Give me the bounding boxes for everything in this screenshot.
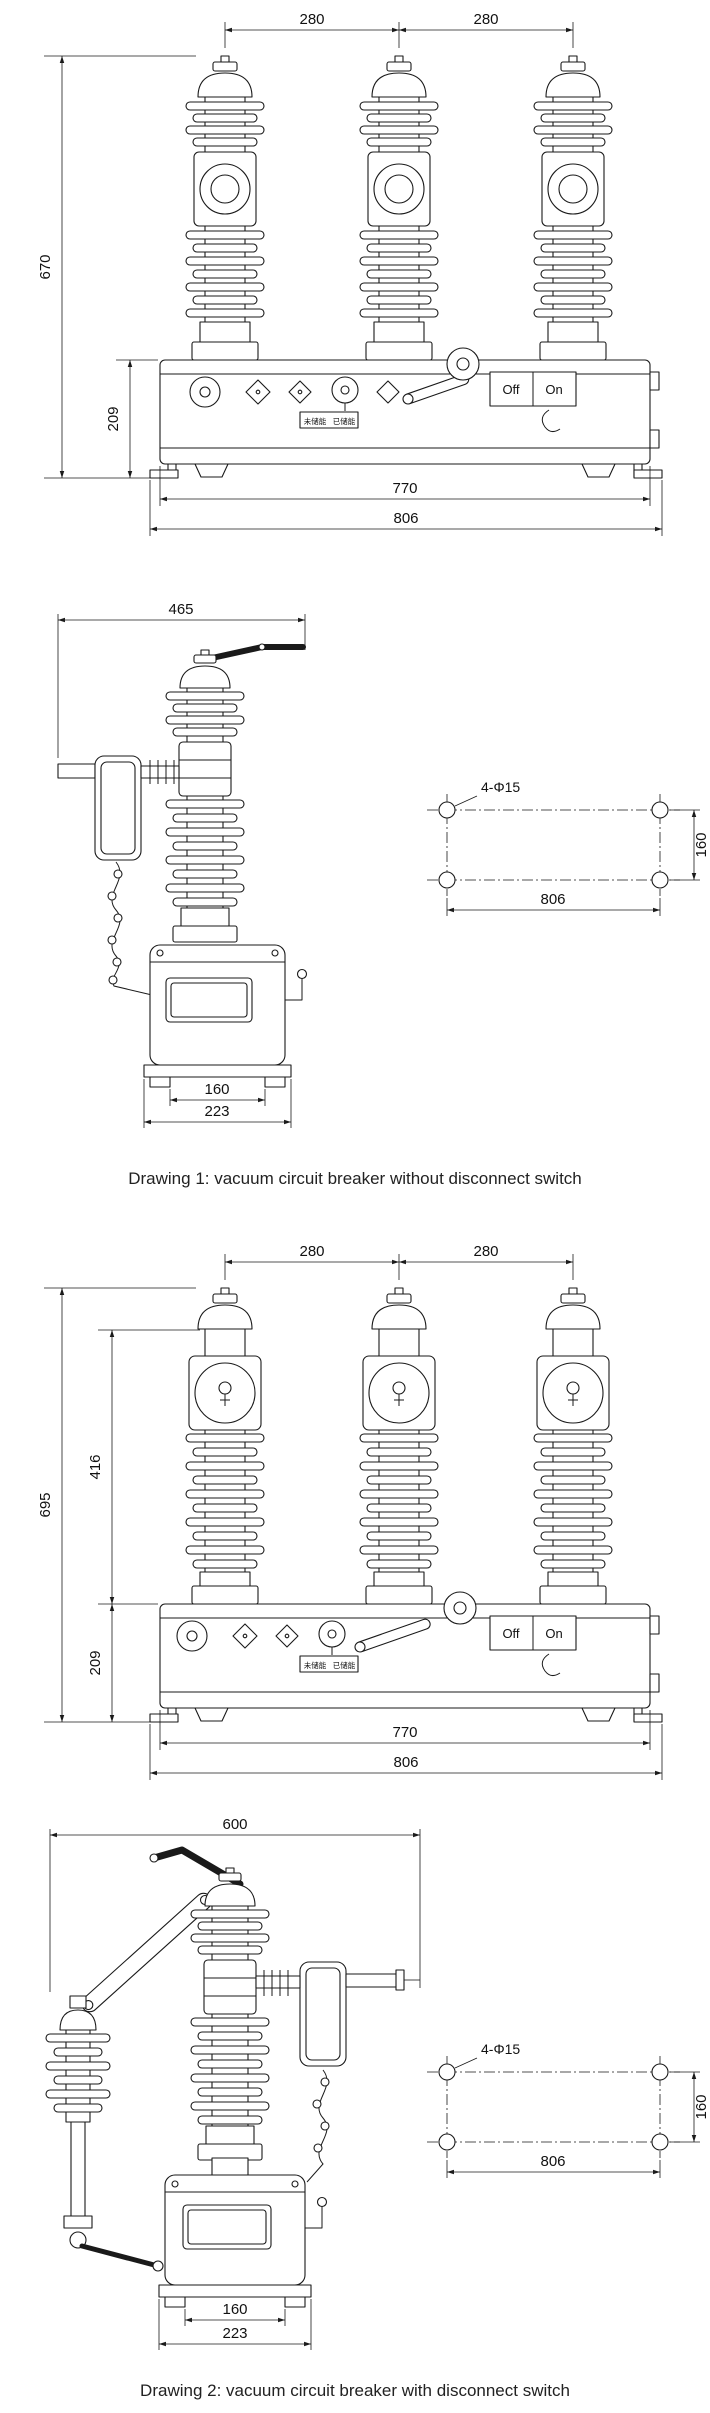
flexible-conductor-2: [306, 2069, 330, 2183]
side-pole: [166, 650, 244, 942]
mechanism-components-2: [176, 1591, 477, 1655]
drawing2-mounting-holes: 4-Φ15 160 806: [426, 2041, 710, 2178]
drawing2-side-dimensions: 600 160 223: [49, 1816, 421, 2350]
flexible-conductor: [107, 861, 153, 996]
dim-total-height: 670: [37, 254, 54, 279]
drawing2-front-dimensions: 280 280 695 416 209 770 806: [37, 1243, 663, 1780]
pole-pedestal: [211, 2157, 249, 2176]
drawing1-front-view: Off On 未储能 已储能 280 280 670 209: [37, 11, 663, 536]
dim-frame-height: 209: [105, 406, 122, 431]
pole-middle: [360, 56, 438, 360]
drawing2-side-view: 600 160 223: [45, 1816, 421, 2350]
dim-pole-spacing-right: 280: [473, 11, 498, 28]
disconnect-insulator-column: [45, 1995, 164, 2272]
drawing2-caption: Drawing 2: vacuum circuit breaker with d…: [140, 2381, 570, 2400]
mechanism-components: [189, 347, 480, 411]
energy-indicator-2: 未储能 已储能: [299, 1655, 359, 1673]
side-mechanism-housing-2: [158, 2174, 328, 2308]
dim-frame-height-2: 209: [87, 1650, 104, 1675]
label-off: Off: [502, 382, 519, 397]
drawing1-front-dimensions: 280 280 670 209 770 806: [37, 11, 663, 536]
aux-terminal-box-2: [255, 1961, 405, 2067]
dim-pole-spacing-left-2: 280: [299, 1243, 324, 1260]
dim-base-outer: 223: [204, 1103, 229, 1120]
dim-base-outer-2: 223: [222, 2325, 247, 2342]
side-pole-2: [191, 1868, 269, 2160]
dim-width-inner-2: 770: [392, 1724, 417, 1741]
label-on-2: On: [545, 1626, 562, 1641]
dim-hole-spacing-y-2: 160: [693, 2094, 710, 2119]
dim-hole-spacing-x-2: 806: [540, 2153, 565, 2170]
dim-width-outer: 806: [393, 510, 418, 527]
drawing1-mounting-holes: 4-Φ15 160 806: [426, 779, 710, 916]
drawing2-front-view: Off On 未储能 已储能 280 280 695 416: [37, 1243, 663, 1780]
label-energy-stored-2: 已储能: [333, 1660, 356, 1670]
pole-middle-2: [360, 1288, 438, 1604]
dim-hole-spacing-x: 806: [540, 891, 565, 908]
dim-pole-spacing-right-2: 280: [473, 1243, 498, 1260]
dim-depth: 465: [168, 601, 193, 618]
dim-width-inner: 770: [392, 480, 417, 497]
dim-base-inner: 160: [204, 1081, 229, 1098]
label-on: On: [545, 382, 562, 397]
dim-depth-2: 600: [222, 1816, 247, 1833]
drawing1-caption: Drawing 1: vacuum circuit breaker withou…: [128, 1169, 582, 1188]
pole-left: [186, 56, 264, 360]
disconnect-arm: [81, 1892, 213, 2013]
switch-panel: Off On: [489, 371, 577, 433]
label-energy-not-stored-2: 未储能: [304, 1660, 327, 1670]
dim-width-outer-2: 806: [393, 1754, 418, 1771]
dim-hole-spacing-y: 160: [693, 832, 710, 857]
dim-base-inner-2: 160: [222, 2301, 247, 2318]
aux-terminal-box: [57, 755, 180, 861]
mechanism-box: [149, 359, 663, 479]
energy-indicator: 未储能 已储能: [299, 411, 359, 429]
hook-lever: [541, 409, 561, 433]
pole-right-2: [534, 1288, 612, 1604]
label-energy-not-stored: 未储能: [304, 416, 327, 426]
mechanism-box-2: [149, 1603, 663, 1723]
label-off-2: Off: [502, 1626, 519, 1641]
switch-panel-2: Off On: [489, 1615, 577, 1677]
hook-lever-2: [541, 1653, 561, 1677]
top-operating-rod: [209, 644, 306, 661]
holes-label: 4-Φ15: [481, 779, 520, 795]
dim-total-height-2: 695: [37, 1492, 54, 1517]
pole-right: [534, 56, 612, 360]
drawing1-side-dimensions: 465 160 223: [57, 601, 306, 1128]
label-energy-stored: 已储能: [333, 416, 356, 426]
pole-left-2: [186, 1288, 264, 1604]
drawing1-side-view: 465 160 223: [57, 601, 308, 1128]
holes-label-2: 4-Φ15: [481, 2041, 520, 2057]
side-mechanism-housing: [143, 944, 308, 1088]
dim-pole-height-2: 416: [87, 1454, 104, 1479]
dim-pole-spacing-left: 280: [299, 11, 324, 28]
